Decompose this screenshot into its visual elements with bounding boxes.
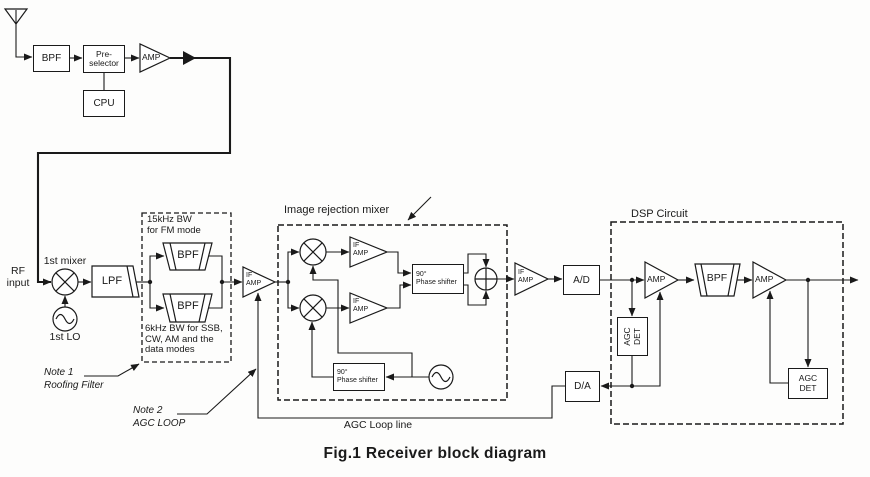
roofing-bpf1-label: BPF [177,249,199,261]
rf-feed-line [36,56,232,286]
note2-label: Note 2 AGC LOOP [133,405,186,429]
lpf-label: LPF [101,275,123,287]
bpf-filter-icon [162,242,213,271]
irm-pointer [407,196,432,221]
front-amp-label: AMP [142,52,161,62]
cpu-block: CPU [83,90,125,117]
agc-det-1-block [617,317,648,356]
mixer-icon [299,294,327,322]
roofing-bottom-note: 6kHz BW for SSB, CW, AM and the data mod… [145,323,223,355]
roofing-top-note: 15kHz BW for FM mode [147,214,201,236]
first-lo-label: 1st LO [49,331,81,343]
dsp-bpf-label: BPF [706,272,728,284]
antenna-icon [3,8,29,26]
mixer-icon [51,268,79,296]
if-amp1-label: IF AMP [246,272,262,287]
note1-label: Note 1 Roofing Filter [44,367,104,391]
sum-node-icon [474,267,498,291]
dsp-circuit-outline [610,221,844,425]
image-rejection-outline [277,224,508,401]
rf-input-label: RF input [6,265,30,289]
note2-pointer [177,368,257,415]
amp-triangle-icon [514,262,550,296]
roofing-bpf2-label: BPF [177,300,199,312]
feed-arrow-icon [183,51,196,65]
irm-if-amp-bottom-label: IF AMP [353,298,369,313]
amp-triangle-icon [752,260,788,300]
node-symbols [3,8,811,390]
bpf-filter-icon [694,263,741,297]
agc-loop-line-label: AGC Loop line [343,419,413,431]
bpf-filter-icon [162,293,213,323]
bpf-block: BPF [33,45,70,72]
oscillator-icon [52,306,78,332]
junction-dots [147,277,811,389]
phase-shifter-1-block: 90° Phase shifter [412,264,464,294]
preselector-block: Pre- selector [83,45,125,73]
agc-det-1-label: AGC DET [622,327,642,346]
dsp-amp1-label: AMP [647,274,666,284]
oscillator-icon [428,364,454,390]
amp-triangle-icon [349,236,389,268]
roofing-filter-outline [141,212,232,363]
figure-caption: Fig.1 Receiver block diagram [323,445,547,462]
adc-block: A/D [563,265,600,295]
amp-triangle-icon [349,292,389,324]
amp-triangle-icon [644,260,680,300]
agc-det-2-block: AGC DET [788,368,828,399]
signal-wires [15,10,859,419]
irm-if-amp-top-label: IF AMP [353,242,369,257]
mixer-icon [299,238,327,266]
dsp-title: DSP Circuit [631,208,688,220]
agc-loop-line [254,292,565,419]
phase-shifter-2-block: 90° Phase shifter [333,363,385,391]
image-rejection-title: Image rejection mixer [284,204,390,216]
note1-pointer [84,363,140,377]
first-mixer-label: 1st mixer [43,255,87,267]
lpf-filter-icon [91,265,140,298]
dac-block: D/A [565,371,600,402]
dsp-amp2-label: AMP [755,274,774,284]
section-outlines [141,212,844,425]
amp-triangle-icon [242,266,277,298]
amp-triangle-icon [139,43,172,73]
if-amp3-label: IF AMP [518,269,534,284]
